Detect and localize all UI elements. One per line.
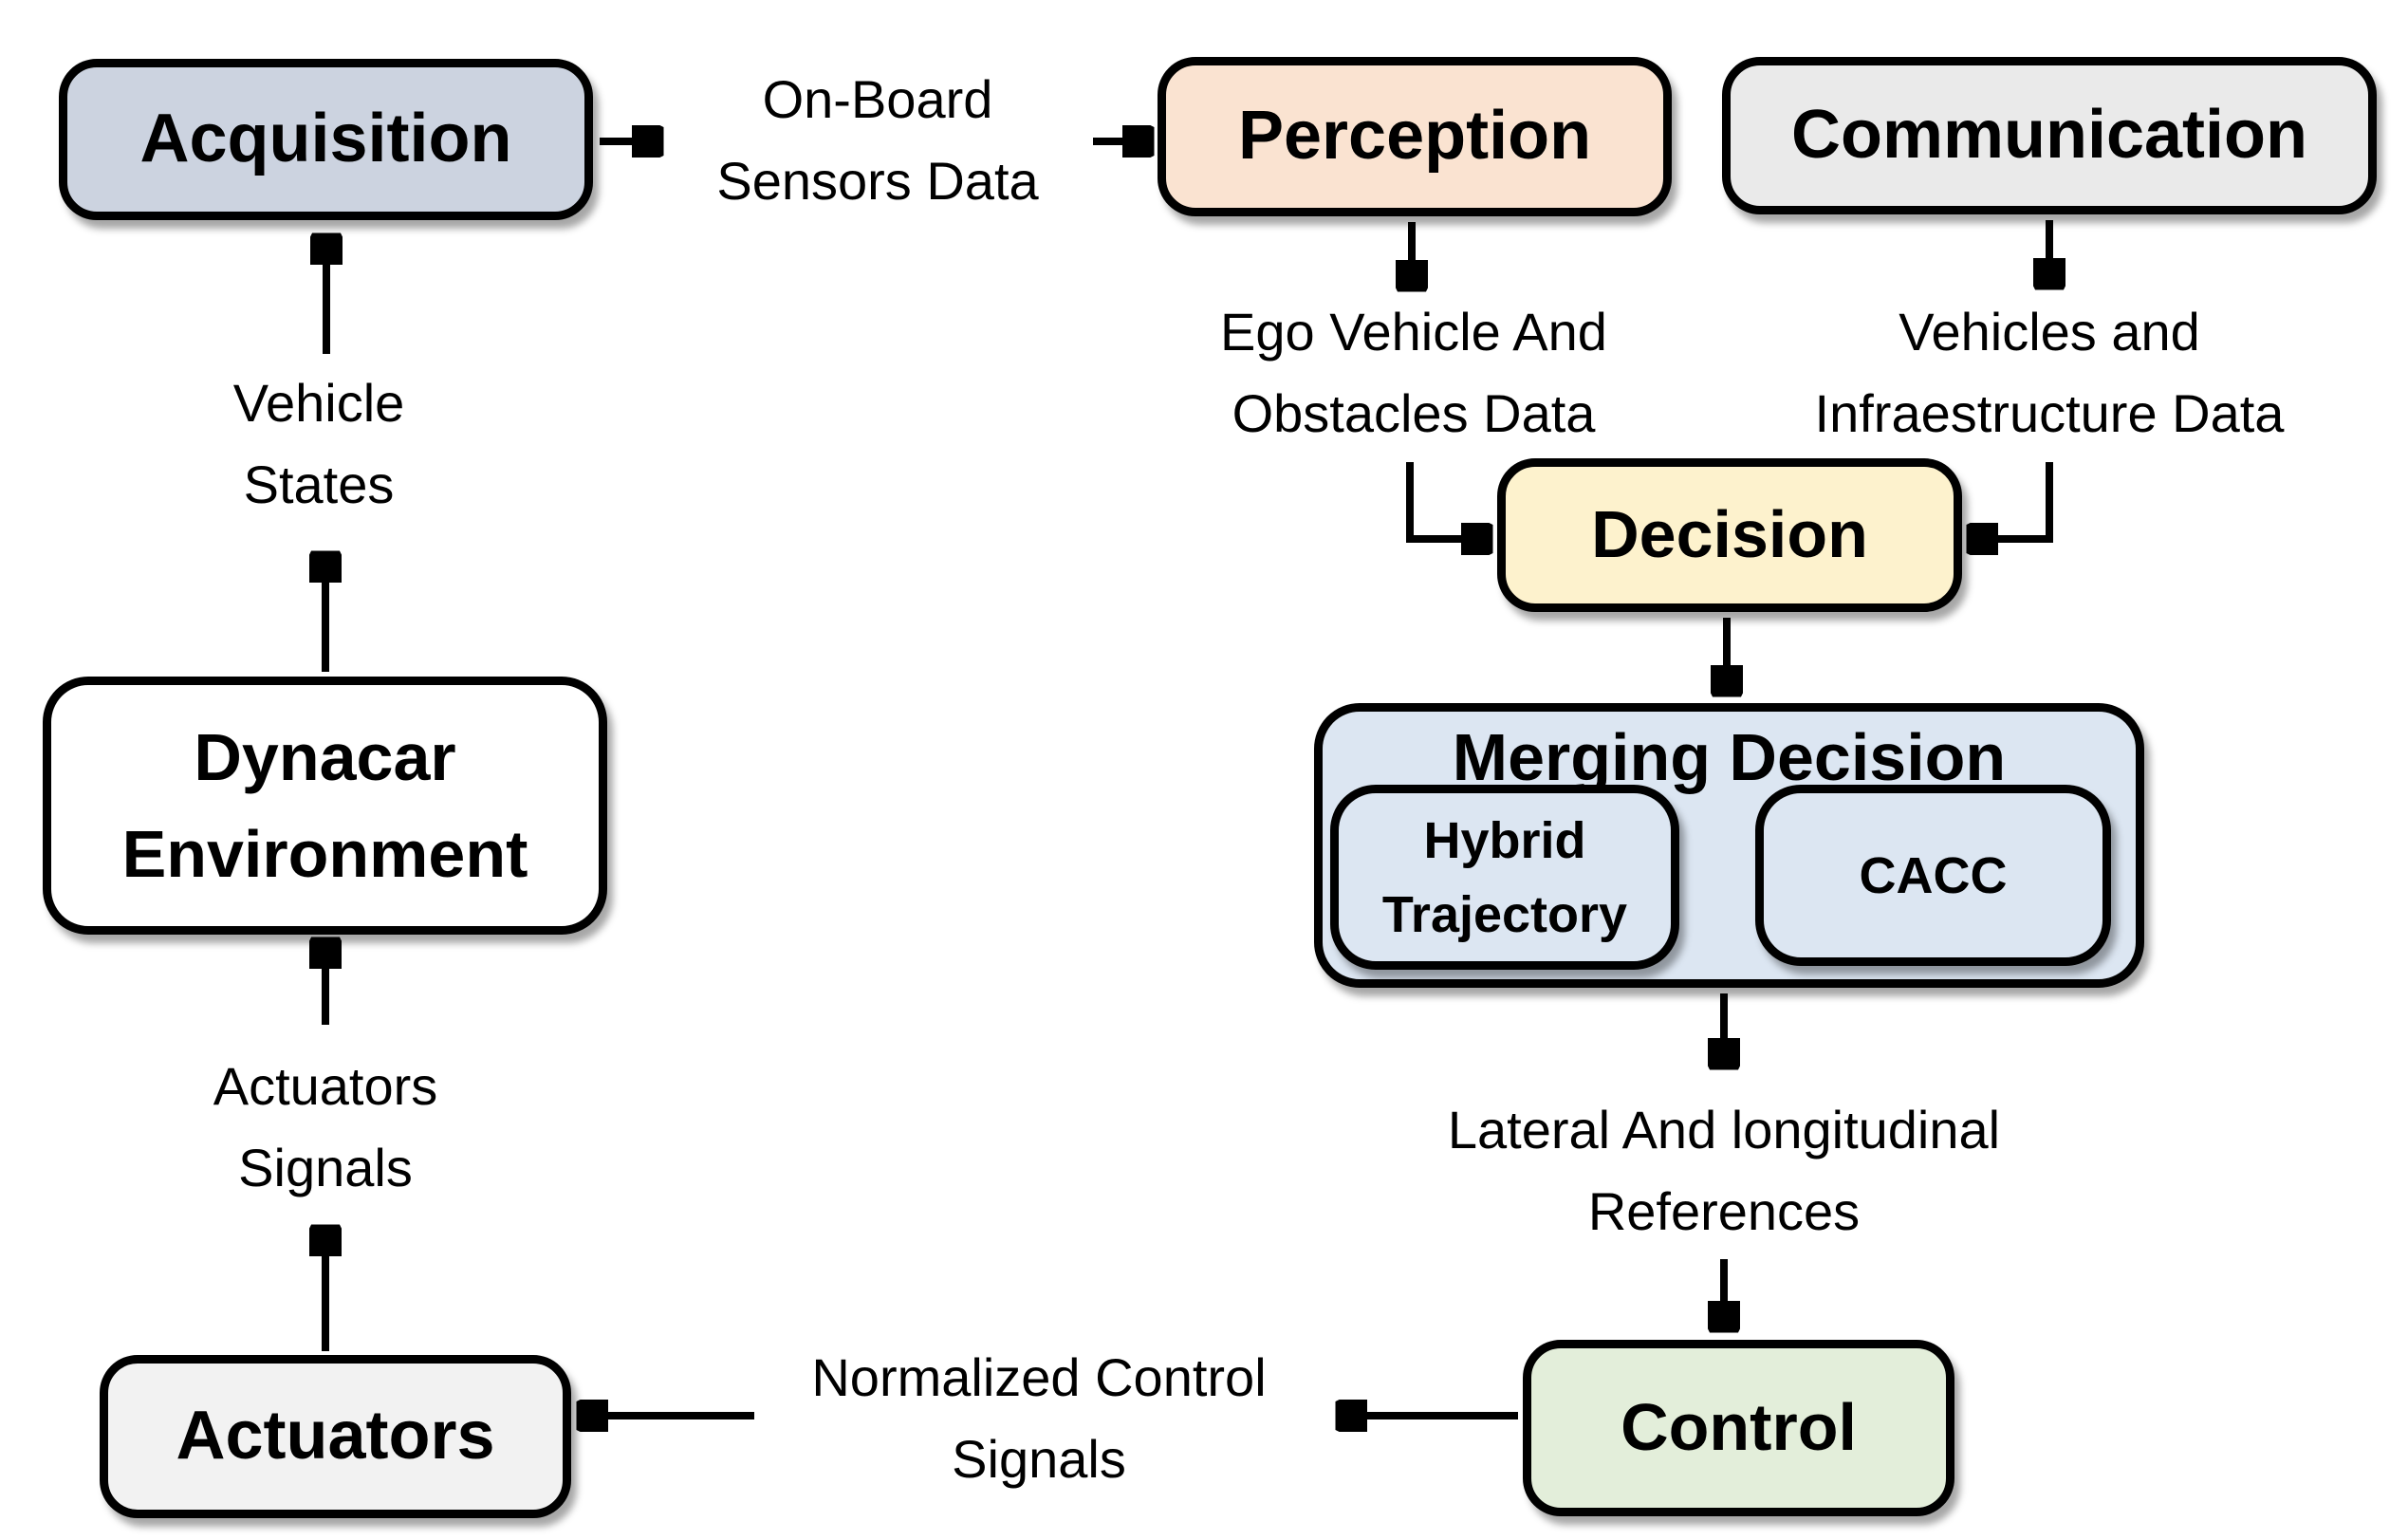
cacc-box: CACC [1755,785,2111,966]
acquisition-box-label: Acquisition [139,101,512,177]
communication-box-label: Communication [1790,97,2307,174]
decision-box-label: Decision [1591,497,1868,572]
ego-vehicle-obstacles-data-label: Ego Vehicle And Obstacles Data [1101,291,1727,455]
normalized-control-signals-label-line1: Normalized Control [811,1347,1267,1407]
normalized-control-signals-label-line2: Signals [952,1429,1126,1489]
arrow-ego-label-to-decision [1406,462,1490,539]
vehicle-states-label-line1: Vehicle [232,373,405,433]
lateral-longitudinal-references-label-line2: References [1587,1181,1861,1241]
vehicles-infrastructure-data-label-line1: Vehicles and [1899,302,2200,362]
dynacar-environment-box: Dynacar Environment [43,677,607,935]
normalized-control-signals-label: Normalized Control Signals [759,1337,1319,1500]
actuators-signals-label: Actuators Signals [88,1046,563,1209]
lateral-longitudinal-references-label: Lateral And longitudinal References [1342,1089,2106,1252]
ego-vehicle-obstacles-data-label-line2: Obstacles Data [1232,383,1596,443]
vehicle-states-label: Vehicle States [129,362,509,526]
on-board-sensors-data-label-line2: Sensors Data [716,151,1039,211]
arrow-infra-label-to-decision [1970,462,2053,539]
ego-vehicle-obstacles-data-label-line1: Ego Vehicle And [1220,302,1607,362]
on-board-sensors-data-label: On-Board Sensors Data [621,59,1134,222]
hybrid-trajectory-box: Hybrid Trajectory [1330,785,1679,970]
dynacar-box-label-line1: Dynacar [194,720,456,794]
vehicles-infrastructure-data-label-line2: Infraestructure Data [1814,383,2285,443]
hybrid-trajectory-box-label-line1: Hybrid [1423,811,1586,869]
communication-box: Communication [1722,57,2377,214]
control-box-label: Control [1621,1390,1857,1465]
actuators-signals-label-line1: Actuators [213,1056,438,1116]
lateral-longitudinal-references-label-line1: Lateral And longitudinal [1447,1100,2001,1160]
vehicle-states-label-line2: States [243,455,395,514]
perception-box-label: Perception [1237,98,1592,175]
actuators-box-label: Actuators [176,1398,495,1475]
cacc-box-label: CACC [1859,846,2008,904]
perception-box: Perception [1158,57,1672,216]
vehicles-infrastructure-data-label: Vehicles and Infraestructure Data [1689,291,2408,455]
dynacar-box-label-line2: Environment [121,817,528,891]
decision-box: Decision [1497,458,1962,612]
actuators-box: Actuators [100,1355,571,1518]
hybrid-trajectory-box-label-line2: Trajectory [1381,885,1628,943]
acquisition-box: Acquisition [59,59,593,220]
on-board-sensors-data-label-line1: On-Board [762,69,993,129]
merging-decision-box-label: Merging Decision [1452,720,2007,794]
control-box: Control [1523,1340,1954,1516]
actuators-signals-label-line2: Signals [238,1138,413,1197]
